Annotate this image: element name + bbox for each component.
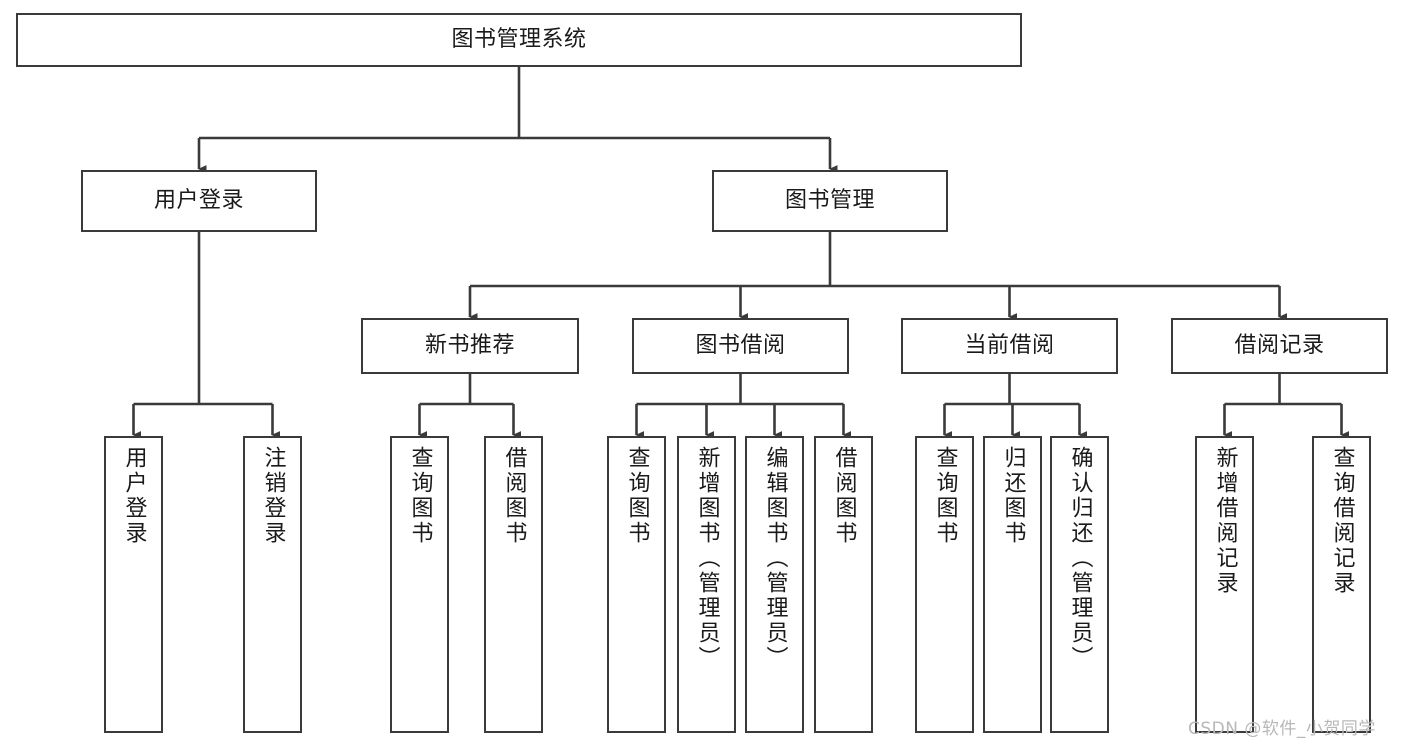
node-label: 借阅图书 <box>501 446 527 546</box>
node-label: 图书借阅 <box>695 333 786 359</box>
node-leaf-borrow-book-2[interactable]: 借阅图书 <box>814 436 873 733</box>
node-leaf-add-record[interactable]: 新增借阅记录 <box>1195 436 1254 733</box>
node-label: 借阅记录 <box>1234 333 1325 359</box>
node-leaf-edit-book[interactable]: 编辑图书（管理员） <box>745 436 804 733</box>
node-leaf-query-book-3[interactable]: 查询图书 <box>915 436 974 733</box>
node-label: 图书管理 <box>784 188 875 214</box>
node-label: 用户登录 <box>153 188 244 214</box>
node-leaf-add-book[interactable]: 新增图书（管理员） <box>677 436 736 733</box>
node-label: 查询图书 <box>624 446 650 546</box>
node-book-borrow[interactable]: 图书借阅 <box>632 318 849 374</box>
node-label: 当前借阅 <box>964 333 1055 359</box>
node-leaf-user-logout[interactable]: 注销登录 <box>243 436 302 733</box>
node-label: 注销登录 <box>260 446 286 546</box>
node-label: 新增借阅记录 <box>1212 446 1238 596</box>
node-label: 编辑图书（管理员） <box>762 446 788 671</box>
node-leaf-query-book-2[interactable]: 查询图书 <box>607 436 666 733</box>
node-leaf-confirm-return[interactable]: 确认归还（管理员） <box>1050 436 1109 733</box>
root-node[interactable]: 图书管理系统 <box>16 13 1022 67</box>
node-label: 查询借阅记录 <box>1329 446 1355 596</box>
node-label: 归还图书 <box>1000 446 1026 546</box>
node-leaf-borrow-book-1[interactable]: 借阅图书 <box>484 436 543 733</box>
node-label: 新书推荐 <box>424 333 515 359</box>
node-label: 用户登录 <box>121 446 147 546</box>
node-book-manage[interactable]: 图书管理 <box>712 170 948 232</box>
node-leaf-query-record[interactable]: 查询借阅记录 <box>1312 436 1371 733</box>
node-label: 借阅图书 <box>831 446 857 546</box>
node-label: 查询图书 <box>932 446 958 546</box>
node-user-login[interactable]: 用户登录 <box>81 170 317 232</box>
node-leaf-return-book[interactable]: 归还图书 <box>983 436 1042 733</box>
node-label: 确认归还（管理员） <box>1067 446 1093 671</box>
node-label: 查询图书 <box>407 446 433 546</box>
node-leaf-query-book-1[interactable]: 查询图书 <box>390 436 449 733</box>
node-label: 新增图书（管理员） <box>694 446 720 671</box>
node-current-borrow[interactable]: 当前借阅 <box>901 318 1118 374</box>
node-leaf-user-login[interactable]: 用户登录 <box>104 436 163 733</box>
node-label: 图书管理系统 <box>451 27 587 53</box>
node-new-book-recommend[interactable]: 新书推荐 <box>361 318 579 374</box>
node-borrow-record[interactable]: 借阅记录 <box>1171 318 1388 374</box>
